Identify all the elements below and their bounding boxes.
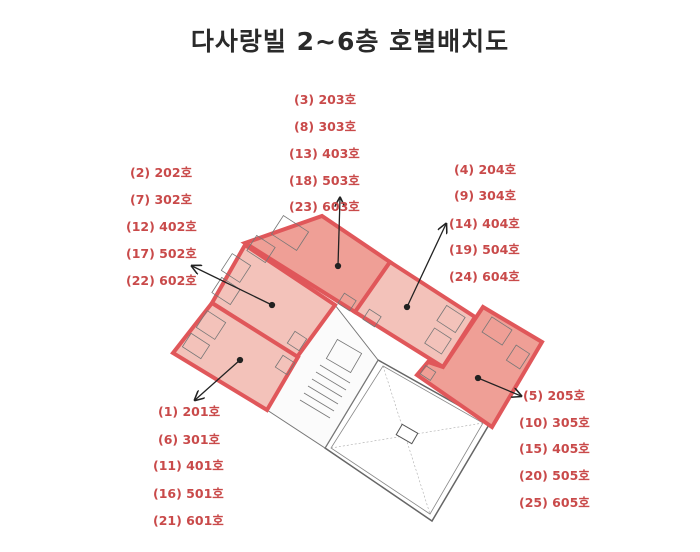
unit-label: (1) 201호 (158, 404, 221, 419)
unit-label: (5) 205호 (523, 388, 586, 403)
arrow-203 (338, 198, 340, 267)
unit-label: (24) 604호 (449, 269, 520, 284)
unit-label: (4) 204호 (454, 162, 517, 177)
arrow-205 (477, 377, 521, 396)
arrow-201 (195, 359, 241, 400)
unit-label: (15) 405호 (519, 441, 590, 456)
unit-label: (20) 505호 (519, 468, 590, 483)
unit-label: (9) 304호 (454, 188, 517, 203)
unit-label: (19) 504호 (449, 242, 520, 257)
unit-205 (414, 304, 545, 430)
unit-label: (21) 601호 (153, 513, 224, 528)
unit-label: (23) 603호 (289, 199, 360, 214)
unit-label: (22) 602호 (126, 273, 197, 288)
arrow-202 (192, 266, 273, 306)
page-title: 다사랑빌 2~6층 호별배치도 (190, 27, 510, 56)
unit-label: (10) 305호 (519, 415, 590, 430)
unit-label: (16) 501호 (153, 486, 224, 501)
unit-label: (8) 303호 (294, 119, 357, 134)
unit-label: (18) 503호 (289, 173, 360, 188)
unit-label: (3) 203호 (294, 92, 357, 107)
unit-label: (25) 605호 (519, 495, 590, 510)
unit-201 (170, 300, 301, 413)
unit-label: (12) 402호 (126, 219, 197, 234)
unit-label: (13) 403호 (289, 146, 360, 161)
unit-label: (6) 301호 (158, 432, 221, 447)
arrow-204 (406, 224, 446, 308)
unit-label: (2) 202호 (130, 165, 193, 180)
unit-label: (11) 401호 (153, 458, 224, 473)
unit-label: (17) 502호 (126, 246, 197, 261)
unit-label: (7) 302호 (130, 192, 193, 207)
unit-label: (14) 404호 (449, 216, 520, 231)
